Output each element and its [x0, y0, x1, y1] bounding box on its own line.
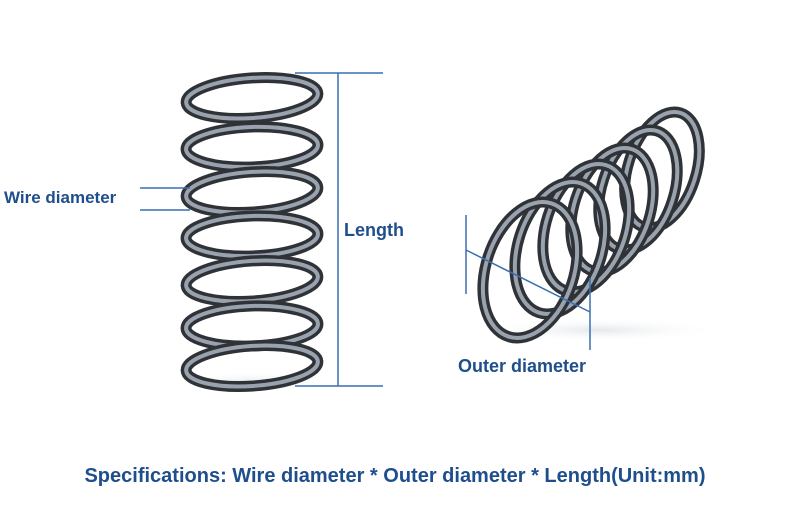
length-dimension [295, 72, 383, 387]
length-label: Length [344, 220, 404, 240]
left-spring-coil [180, 121, 324, 173]
outer-diameter-dimension [465, 215, 591, 350]
wire-diameter-label: Wire diameter [4, 188, 117, 207]
left-spring-coil [180, 340, 324, 392]
wire-diameter-dimension [140, 187, 190, 211]
left-spring-image [175, 72, 335, 392]
left-spring-coil [180, 166, 324, 218]
specifications-caption: Specifications: Wire diameter * Outer di… [84, 465, 706, 487]
right-spring-coil [477, 196, 583, 344]
outer-diameter-label: Outer diameter [458, 356, 587, 376]
right-spring-image [477, 106, 720, 344]
left-spring-coil [180, 72, 324, 124]
right-spring-coil [509, 176, 611, 320]
left-spring-coil [180, 210, 324, 262]
left-spring-coil [180, 255, 324, 307]
outer-diameter-line [465, 249, 591, 313]
